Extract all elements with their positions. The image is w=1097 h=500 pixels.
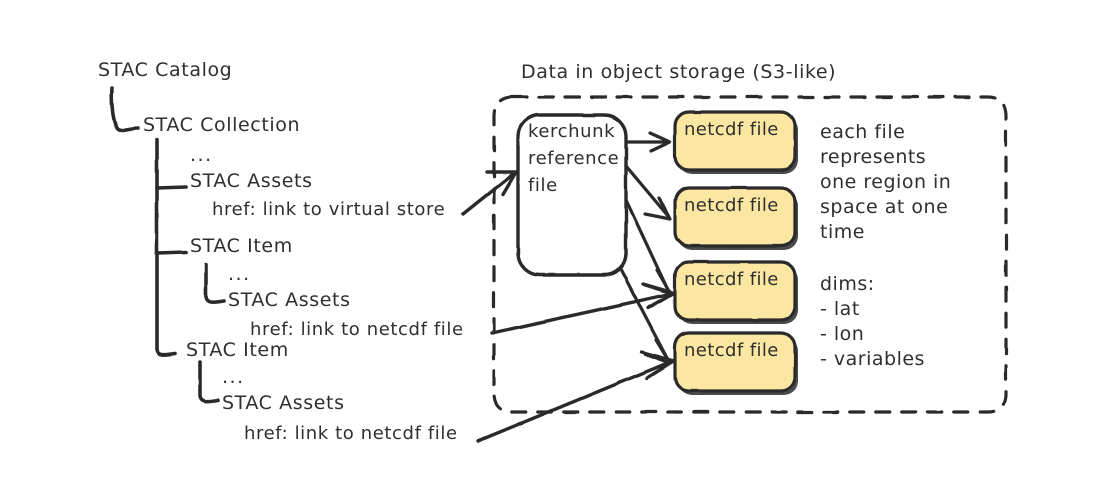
tree-href-netcdf-1: href: link to netcdf file <box>250 319 464 340</box>
object-storage-title: Data in object storage (S3-like) <box>521 61 837 83</box>
netcdf-file-label-4: netcdf file <box>684 340 779 361</box>
kerchunk-box-line-3: file <box>528 175 558 196</box>
tree-node-stac-assets-2: STAC Assets <box>228 289 351 311</box>
kerchunk-to-netcdf-arrows <box>618 131 672 365</box>
annotation-each-file: each file represents one region in space… <box>820 121 952 243</box>
tree-node-stac-item-2: STAC Item <box>186 339 289 361</box>
tree-connectors <box>109 86 226 403</box>
tree-node-stac-assets-1: STAC Assets <box>190 170 313 192</box>
object-storage-region <box>492 95 1008 414</box>
netcdf-file-label-2: netcdf file <box>684 195 779 216</box>
href-link-arrows <box>461 170 676 443</box>
annotation-dims: dims: - lat - lon - variables <box>820 273 925 370</box>
tree-node-stac-assets-3: STAC Assets <box>222 392 345 414</box>
kerchunk-box-line-1: kerchunk <box>528 121 616 142</box>
netcdf-file-label-3: netcdf file <box>684 269 779 290</box>
kerchunk-reference-box <box>516 113 628 277</box>
tree-node-stac-catalog: STAC Catalog <box>98 59 233 81</box>
tree-ellipsis-1: ... <box>190 144 213 166</box>
kerchunk-box-line-2: reference <box>528 148 620 169</box>
tree-href-netcdf-2: href: link to netcdf file <box>244 423 458 444</box>
tree-node-stac-collection: STAC Collection <box>143 114 301 136</box>
tree-href-virtual-store: href: link to virtual store <box>212 199 446 220</box>
tree-node-stac-item-1: STAC Item <box>190 235 293 257</box>
netcdf-file-label-1: netcdf file <box>684 119 779 140</box>
netcdf-file-boxes <box>673 110 798 395</box>
tree-ellipsis-3: ... <box>222 366 245 388</box>
tree-ellipsis-2: ... <box>228 263 251 285</box>
